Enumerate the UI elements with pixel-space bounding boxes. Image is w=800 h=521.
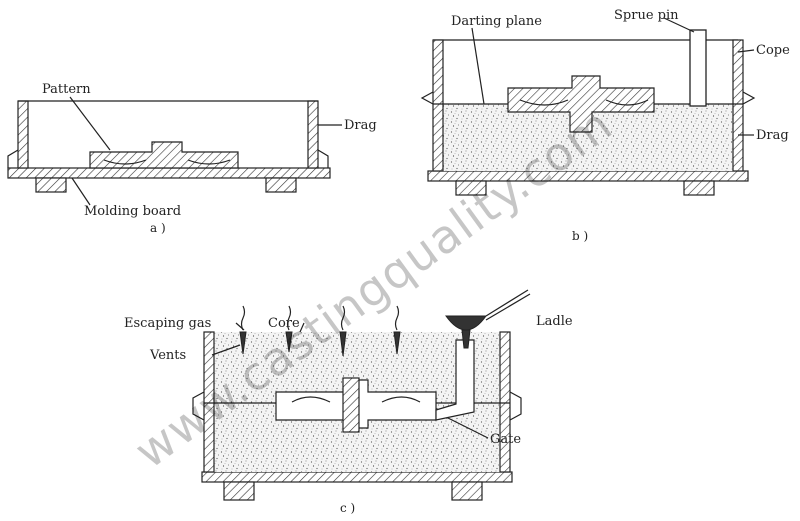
board-foot-b-left xyxy=(455,180,487,196)
leader-core-top xyxy=(299,322,305,333)
leader-sprue-pin xyxy=(663,17,695,33)
ladle-handle xyxy=(485,289,529,317)
sprue-c xyxy=(435,339,475,421)
molding-board-a xyxy=(7,167,331,179)
ladle xyxy=(445,315,487,331)
leader-molding-board xyxy=(71,177,91,206)
figure-c: Escaping gas Core Ladle Vents Gate c ) xyxy=(124,289,573,515)
leader-pattern xyxy=(69,96,111,151)
drag-wall-a-right xyxy=(307,100,319,169)
board-foot-c-left xyxy=(223,481,255,501)
figure-b: Darting plane Sprue pin Cope Drag b ) xyxy=(420,8,790,243)
metal-stream xyxy=(461,329,471,349)
label-cope: Cope xyxy=(756,43,790,58)
handle-c-right xyxy=(509,391,522,421)
caption-b: b ) xyxy=(572,229,588,243)
label-molding-board: Molding board xyxy=(84,204,181,219)
label-escaping-gas: Escaping gas xyxy=(124,316,211,331)
label-sprue-pin: Sprue pin xyxy=(614,8,679,23)
board-foot-c-right xyxy=(451,481,483,501)
pattern-b xyxy=(507,75,655,133)
handle-a-left xyxy=(7,149,19,168)
label-gate: Gate xyxy=(490,432,521,447)
sprue-pin-b xyxy=(689,29,707,107)
board-foot-a-left xyxy=(35,177,67,193)
leader-vents xyxy=(211,344,241,356)
label-parting-plane: Darting plane xyxy=(451,14,542,29)
flask-wall-c-left xyxy=(203,331,215,473)
handle-b-right-1 xyxy=(742,91,756,105)
drag-wall-a-left xyxy=(17,100,29,169)
leader-escaping-gas xyxy=(235,322,245,331)
caption-a: a ) xyxy=(150,221,166,235)
flask-wall-c-right xyxy=(499,331,511,473)
figure-a: Pattern Drag Molding board a ) xyxy=(7,82,377,235)
escaping-gas-c xyxy=(240,305,400,331)
handle-b-left-1 xyxy=(420,91,434,105)
handle-a-right xyxy=(317,149,329,168)
label-drag-a: Drag xyxy=(344,118,377,133)
label-pattern: Pattern xyxy=(42,82,91,97)
leader-parting-plane xyxy=(471,27,485,105)
label-drag-b: Drag xyxy=(756,128,789,143)
bottom-board-c xyxy=(201,471,513,483)
pattern-a xyxy=(89,141,239,169)
label-vents: Vents xyxy=(149,348,186,363)
flask-wall-b-left xyxy=(432,39,444,172)
vents-c xyxy=(239,331,401,357)
label-ladle: Ladle xyxy=(536,314,573,329)
leader-gate xyxy=(447,417,489,439)
board-foot-b-right xyxy=(683,180,715,196)
leader-cope xyxy=(737,49,755,53)
board-foot-a-right xyxy=(265,177,297,193)
flask-wall-b-right xyxy=(732,39,744,172)
caption-c: c ) xyxy=(340,501,355,515)
label-core: Core xyxy=(268,316,300,331)
core-c xyxy=(342,377,360,433)
handle-c-left xyxy=(192,391,205,421)
